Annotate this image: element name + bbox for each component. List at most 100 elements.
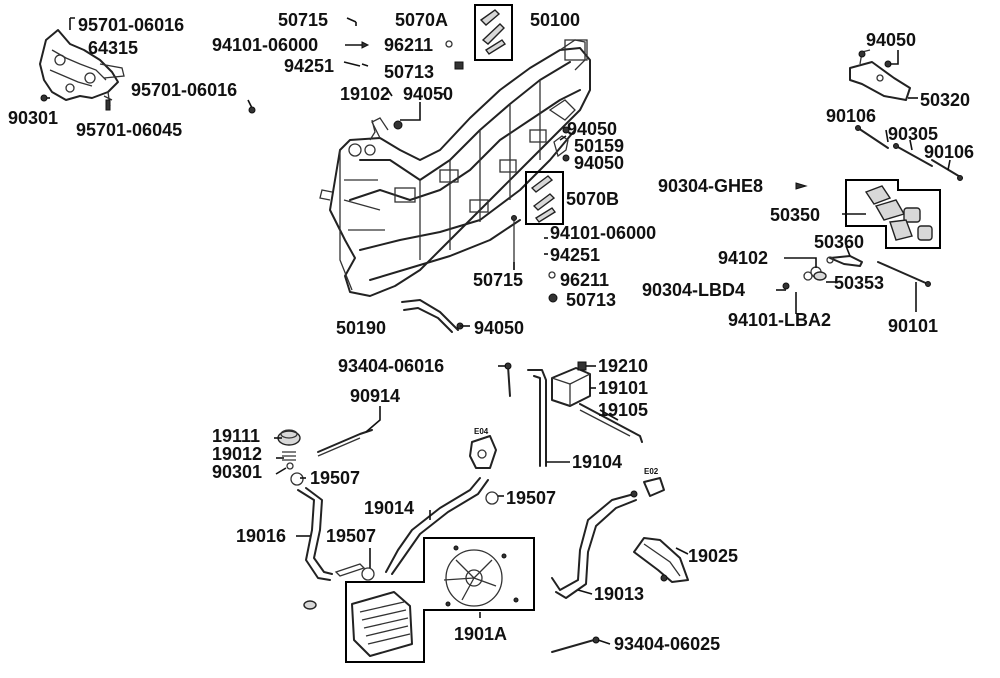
label-19507-c: 19507 bbox=[326, 526, 376, 546]
label-19016: 19016 bbox=[236, 526, 286, 546]
part-19105-bracket bbox=[579, 403, 643, 443]
label-95701-06045: 95701-06045 bbox=[76, 120, 182, 140]
label-90301-a: 90301 bbox=[8, 108, 58, 128]
part-19014-hose bbox=[385, 477, 489, 575]
radiator-grommet bbox=[303, 600, 317, 610]
label-94050-a: 94050 bbox=[403, 84, 453, 104]
label-90914: 90914 bbox=[350, 386, 400, 406]
label-5070A: 5070A bbox=[395, 10, 448, 30]
part-93404-06016-bolt bbox=[504, 362, 512, 397]
leader-line bbox=[69, 17, 75, 30]
label-50713-b: 50713 bbox=[566, 290, 616, 310]
label-94050-b: 94050 bbox=[567, 119, 617, 139]
label-93404-06025: 93404-06025 bbox=[614, 634, 720, 654]
label-50320: 50320 bbox=[920, 90, 970, 110]
label-90304-GHE8: 90304-GHE8 bbox=[658, 176, 763, 196]
main-frame bbox=[319, 39, 591, 297]
label-90106-b: 90106 bbox=[924, 142, 974, 162]
bolt-90101 bbox=[877, 261, 931, 287]
part-labels: 95701-06016 64315 95701-06016 90301 9570… bbox=[8, 10, 974, 654]
label-19507-b: 19507 bbox=[506, 488, 556, 508]
label-95701-06016-a: 95701-06016 bbox=[78, 15, 184, 35]
label-19210: 19210 bbox=[598, 356, 648, 376]
label-90301-b: 90301 bbox=[212, 462, 262, 482]
label-96211-b: 96211 bbox=[560, 270, 609, 290]
part-5070B-box bbox=[525, 171, 564, 225]
label-50100: 50100 bbox=[530, 10, 580, 30]
frame-fasteners-top bbox=[343, 17, 464, 141]
label-94102: 94102 bbox=[718, 248, 768, 268]
label-19101: 19101 bbox=[598, 378, 648, 398]
part-93404-06025-bolt bbox=[551, 636, 600, 653]
label-5070B: 5070B bbox=[566, 189, 619, 209]
label-94251-a: 94251 bbox=[284, 56, 334, 76]
label-64315: 64315 bbox=[88, 38, 138, 58]
label-90305: 90305 bbox=[888, 124, 938, 144]
part-19101-reservoir bbox=[551, 361, 591, 407]
label-50190: 50190 bbox=[336, 318, 386, 338]
label-94101-LBA2: 94101-LBA2 bbox=[728, 310, 831, 330]
part-thermostat-e04 bbox=[469, 435, 497, 469]
part-5070A-box bbox=[474, 4, 513, 61]
label-50159: 50159 bbox=[574, 136, 624, 156]
part-90914-hose bbox=[317, 429, 373, 457]
part-19111-cap bbox=[277, 429, 301, 446]
part-19104-pipe bbox=[527, 369, 547, 467]
label-90304-LBD4: 90304-LBD4 bbox=[642, 280, 745, 300]
label-94050-d: 94050 bbox=[474, 318, 524, 338]
bolt-90106-b bbox=[931, 159, 963, 181]
part-19025-cover bbox=[633, 537, 689, 583]
leader-lines bbox=[274, 50, 951, 645]
label-94101-06000-b: 94101-06000 bbox=[550, 223, 656, 243]
label-e02: E02 bbox=[644, 467, 659, 476]
part-19016-hose bbox=[297, 487, 333, 581]
label-19102: 19102 bbox=[340, 84, 390, 104]
part-19012-spring bbox=[282, 451, 296, 461]
part-90301-nut bbox=[286, 462, 294, 470]
part-thermostat-e02 bbox=[630, 477, 665, 498]
label-96211-a: 96211 bbox=[384, 35, 433, 55]
label-90106-a: 90106 bbox=[826, 106, 876, 126]
part-50159 bbox=[553, 126, 570, 162]
part-19013-hose bbox=[551, 493, 637, 599]
label-19104: 19104 bbox=[572, 452, 622, 472]
label-90101: 90101 bbox=[888, 316, 938, 336]
label-95701-06016-b: 95701-06016 bbox=[131, 80, 237, 100]
part-90304-lbd4-bolt bbox=[782, 282, 790, 290]
part-19507-clamp-c bbox=[361, 567, 375, 581]
part-50190-strap bbox=[401, 299, 464, 333]
label-19111: 19111 bbox=[212, 426, 260, 446]
part-1901A-box bbox=[345, 537, 535, 663]
bolt-90106-a bbox=[855, 125, 889, 149]
label-50715-a: 50715 bbox=[278, 10, 328, 30]
frame-fasteners-lower bbox=[511, 215, 558, 303]
label-94050-c: 94050 bbox=[574, 153, 624, 173]
label-1901A: 1901A bbox=[454, 624, 507, 644]
part-50350-box bbox=[845, 179, 941, 249]
label-50713-a: 50713 bbox=[384, 62, 434, 82]
label-50353: 50353 bbox=[834, 273, 884, 293]
part-19507-clamp-b bbox=[485, 491, 499, 505]
label-19105: 19105 bbox=[598, 400, 648, 420]
engine-hanger-bracket bbox=[39, 29, 256, 114]
label-94251-b: 94251 bbox=[550, 245, 600, 265]
label-50350: 50350 bbox=[770, 205, 820, 225]
label-19012: 19012 bbox=[212, 444, 262, 464]
hose-clip bbox=[334, 563, 366, 577]
bolt-90305 bbox=[893, 143, 933, 167]
label-e04: E04 bbox=[474, 427, 489, 436]
bolt-90304-ghe8 bbox=[795, 182, 808, 190]
part-50320-bracket bbox=[849, 49, 911, 101]
part-19507-clamp-a bbox=[290, 472, 304, 486]
label-19507-a: 19507 bbox=[310, 468, 360, 488]
label-93404-06016: 93404-06016 bbox=[338, 356, 444, 376]
label-94050-e: 94050 bbox=[866, 30, 916, 50]
label-94101-06000-a: 94101-06000 bbox=[212, 35, 318, 55]
label-19013: 19013 bbox=[594, 584, 644, 604]
label-50715-b: 50715 bbox=[473, 270, 523, 290]
label-19025: 19025 bbox=[688, 546, 738, 566]
part-50360-link bbox=[826, 255, 863, 267]
part-50353-bush bbox=[813, 271, 827, 281]
label-19014: 19014 bbox=[364, 498, 414, 518]
